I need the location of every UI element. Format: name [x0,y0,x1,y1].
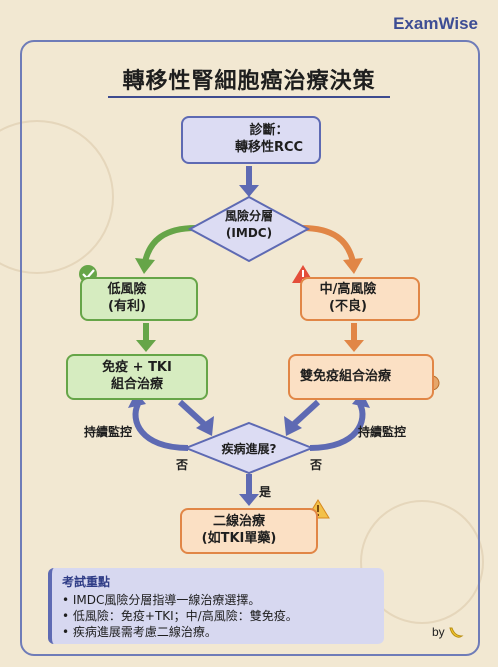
high-line2: (不良) [329,299,367,314]
brand-logo: ExamWise [393,14,478,33]
arrow-head [128,392,146,408]
arrow-loop-left [132,402,189,451]
arrow-dual-to-progress [291,399,321,427]
diagnosis-node: 診斷： 轉移性RCC [181,116,321,164]
io-tki-node: 免疫 + TKI 組合治療 [66,354,208,400]
progress-line1: 疾病進展? [221,442,277,456]
coffee-stain [360,500,484,624]
yes-label: 是 [259,485,272,499]
risk-node: 風險分層 (IMDC) [190,208,308,242]
risk-diamond [187,195,311,263]
arrow-head [343,258,363,274]
arrow-head [284,416,302,436]
arrow-head [344,340,364,352]
byline-text: by [432,625,445,639]
arrow-head [239,185,259,197]
arrow-head [196,416,214,436]
arrow-head [239,494,259,506]
diagnosis-line2: 轉移性RCC [234,140,304,155]
second-line1: 二線治療 [212,514,265,530]
risk-line1: 風險分層 [224,209,273,223]
io-tki-line1: 免疫 + TKI [102,360,172,376]
risk-line2: (IMDC) [225,225,273,240]
arrow-risk-to-high [301,225,356,263]
io-tki-line2: 組合治療 [110,377,163,392]
title-underline [108,96,390,98]
progress-node: 疾病進展? [186,440,312,457]
frame [20,40,480,656]
high-risk-node: 中/高風險 (不良) [300,277,420,321]
exam-notes-box: 考試重點 • IMDC風險分層指導一線治療選擇。 • 低風險：免疫+TKI；中/… [48,568,384,644]
arrow-risk-to-low [142,225,197,263]
low-risk-node: 低風險 (有利) [80,277,198,321]
arrow-head [135,258,155,274]
monitor-label-right: 持續監控 [358,425,407,439]
progress-diamond [183,421,315,475]
arrow-head [136,340,156,352]
arrow-loop-right [309,402,366,451]
high-line1: 中/高風險 [319,282,377,298]
dual-io-node: 雙免疫組合治療 [288,354,434,400]
monitor-label-left: 持續監控 [84,425,133,439]
notes-heading: 考試重點 [62,575,111,589]
banana-icon [449,627,464,638]
second-line-node: 二線治療 (如TKI單藥) [180,508,318,554]
dual-io-line1: 雙免疫組合治療 [300,368,392,384]
page-title: 轉移性腎細胞癌治療決策 [122,69,376,94]
notes-item: • 低風險：免疫+TKI；中/高風險：雙免疫。 [62,609,298,623]
notes-item: • IMDC風險分層指導一線治療選擇。 [62,593,261,607]
low-line1: 低風險 [107,282,147,298]
second-line2: (如TKI單藥) [201,531,277,546]
arrow-io-to-progress [177,399,207,427]
low-line2: (有利) [108,299,146,314]
byline: by [432,625,464,640]
no-label-left: 否 [176,458,189,472]
arrow-head [352,392,370,408]
diagnosis-line1: 診斷： [249,123,289,139]
no-label-right: 否 [310,458,323,472]
notes-item: • 疾病進展需考慮二線治療。 [62,625,217,639]
